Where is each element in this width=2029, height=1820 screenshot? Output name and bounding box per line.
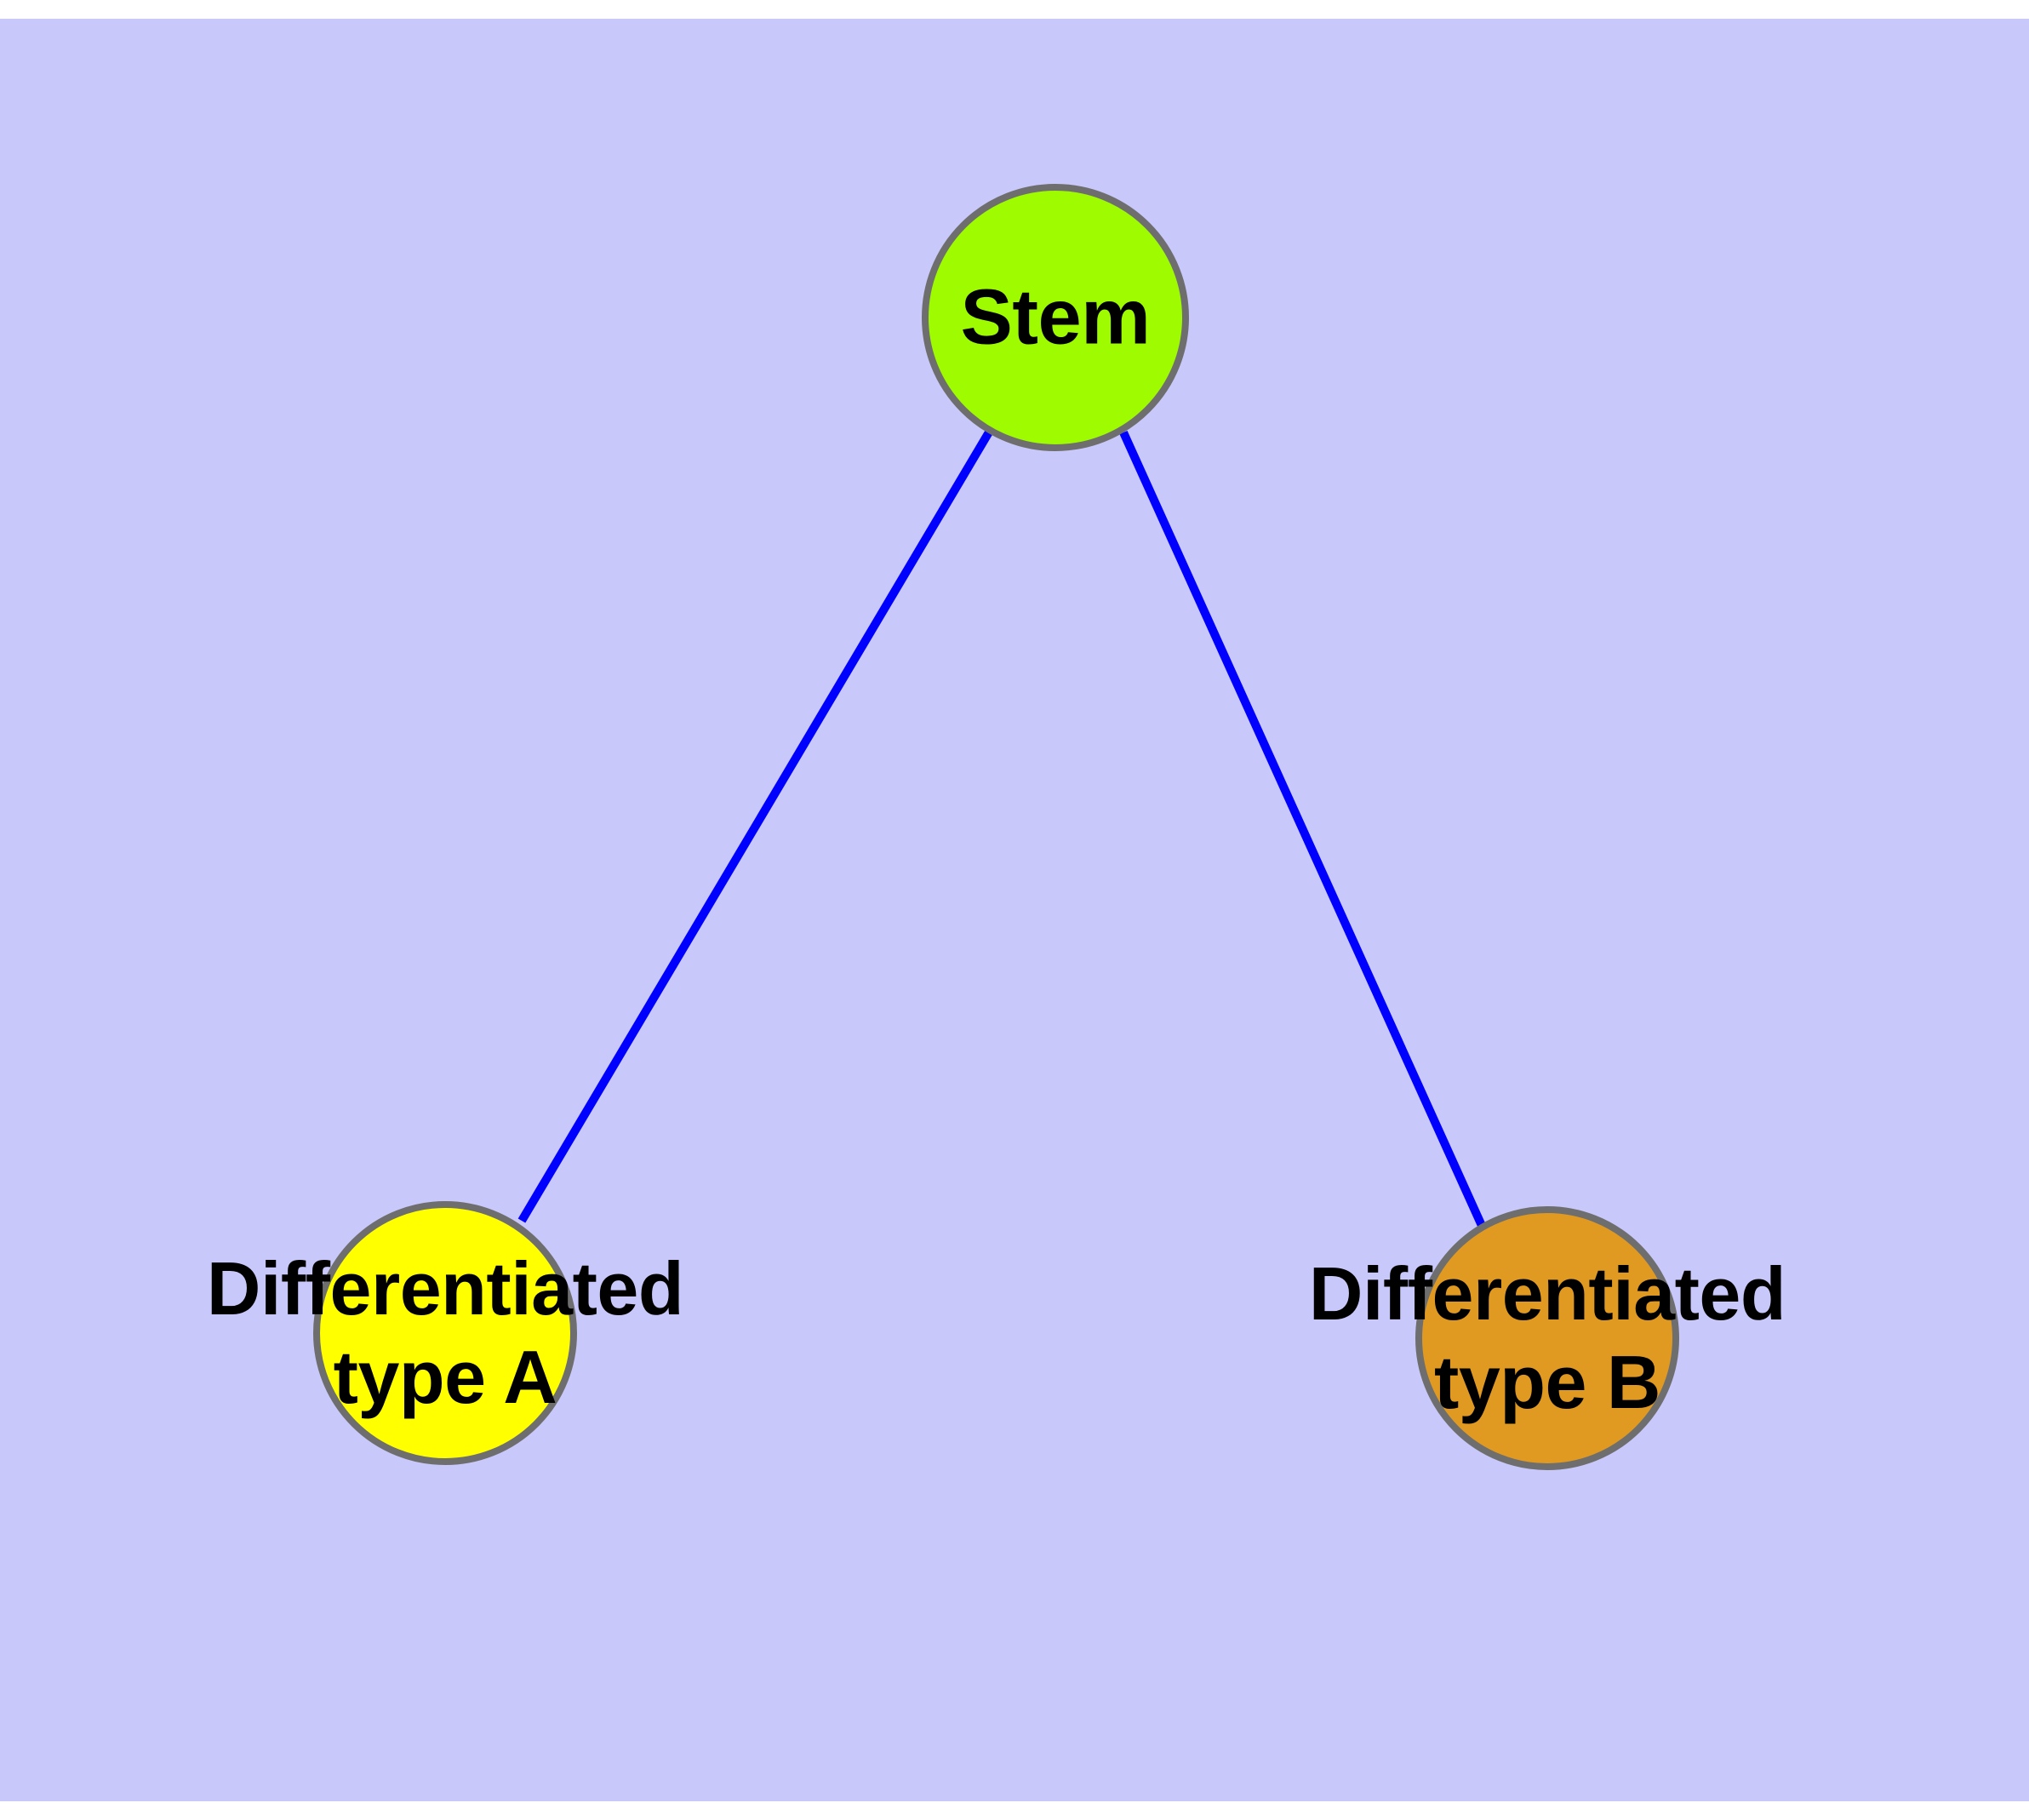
edge-stem-to-type-a[interactable] xyxy=(517,428,994,1223)
edge-stem-to-type-b[interactable] xyxy=(1119,430,1487,1230)
node-differentiated-type-b[interactable] xyxy=(1415,1206,1679,1470)
node-stem[interactable] xyxy=(922,184,1189,451)
node-group xyxy=(313,184,1679,1470)
edge-group xyxy=(517,428,1487,1230)
node-differentiated-type-a[interactable] xyxy=(313,1201,577,1465)
